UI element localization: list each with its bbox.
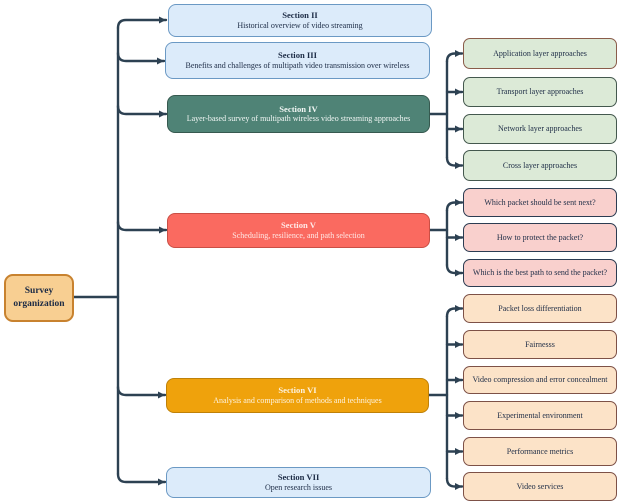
node-performance-metrics: Performance metrics	[463, 437, 617, 466]
node-network-layer-approaches: Network layer approaches	[463, 114, 617, 144]
branch-section-vi	[116, 385, 167, 399]
node-survey-organization: Survey organization	[4, 274, 74, 322]
sec6-arrow-6	[445, 477, 464, 490]
branch-section-v	[116, 220, 168, 234]
section-subtitle: Benefits and challenges of multipath vid…	[185, 60, 410, 70]
node-which-packet-sent-next: Which packet should be sent next?	[463, 188, 617, 217]
section-title: Section VI	[278, 385, 317, 396]
section-title: Section IV	[279, 103, 318, 114]
node-fairness: Fairnesss	[463, 330, 617, 359]
node-best-path-to-send-packet: Which is the best path to send the packe…	[463, 259, 617, 287]
node-section-iii: Section III Benefits and challenges of m…	[165, 42, 430, 79]
node-packet-loss-differentiation: Packet loss differentiation	[463, 294, 617, 323]
node-section-iv: Section IV Layer-based survey of multipa…	[167, 95, 430, 133]
sec6-arrow-1	[445, 305, 464, 318]
section-subtitle: Historical overview of video streaming	[237, 20, 363, 30]
node-section-vii: Section VII Open research issues	[166, 467, 431, 498]
section-subtitle: Layer-based survey of multipath wireless…	[186, 114, 411, 124]
node-section-vi: Section VI Analysis and comparison of me…	[166, 378, 429, 413]
branch-section-iv	[116, 104, 168, 118]
node-cross-layer-approaches: Cross layer approaches	[463, 150, 617, 181]
section-title: Section III	[278, 50, 317, 61]
node-experimental-environment: Experimental environment	[463, 401, 617, 430]
sec4-arrow-4	[445, 156, 464, 169]
section-title: Section II	[282, 10, 318, 21]
node-video-services: Video services	[463, 472, 617, 501]
sec5-arrow-1	[445, 199, 464, 212]
node-transport-layer-approaches: Transport layer approaches	[463, 77, 617, 107]
sec5-arrow-3	[445, 263, 464, 277]
section-subtitle: Open research issues	[264, 482, 333, 492]
node-section-ii: Section II Historical overview of video …	[168, 4, 432, 37]
branch-section-vii	[116, 472, 167, 486]
branch-section-iii	[116, 51, 166, 65]
node-section-v: Section V Scheduling, resilience, and pa…	[167, 213, 430, 248]
node-video-compression-error-concealment: Video compression and error concealment	[463, 366, 617, 394]
branch-section-ii	[116, 16, 168, 30]
node-application-layer-approaches: Application layer approaches	[463, 38, 617, 69]
node-how-to-protect-packet: How to protect the packet?	[463, 223, 617, 252]
section-title: Section V	[281, 220, 316, 231]
section-subtitle: Analysis and comparison of methods and t…	[213, 395, 382, 405]
section-subtitle: Scheduling, resilience, and path selecti…	[232, 230, 365, 240]
sec4-arrow-1	[445, 50, 464, 63]
section-title: Section VII	[277, 472, 320, 483]
